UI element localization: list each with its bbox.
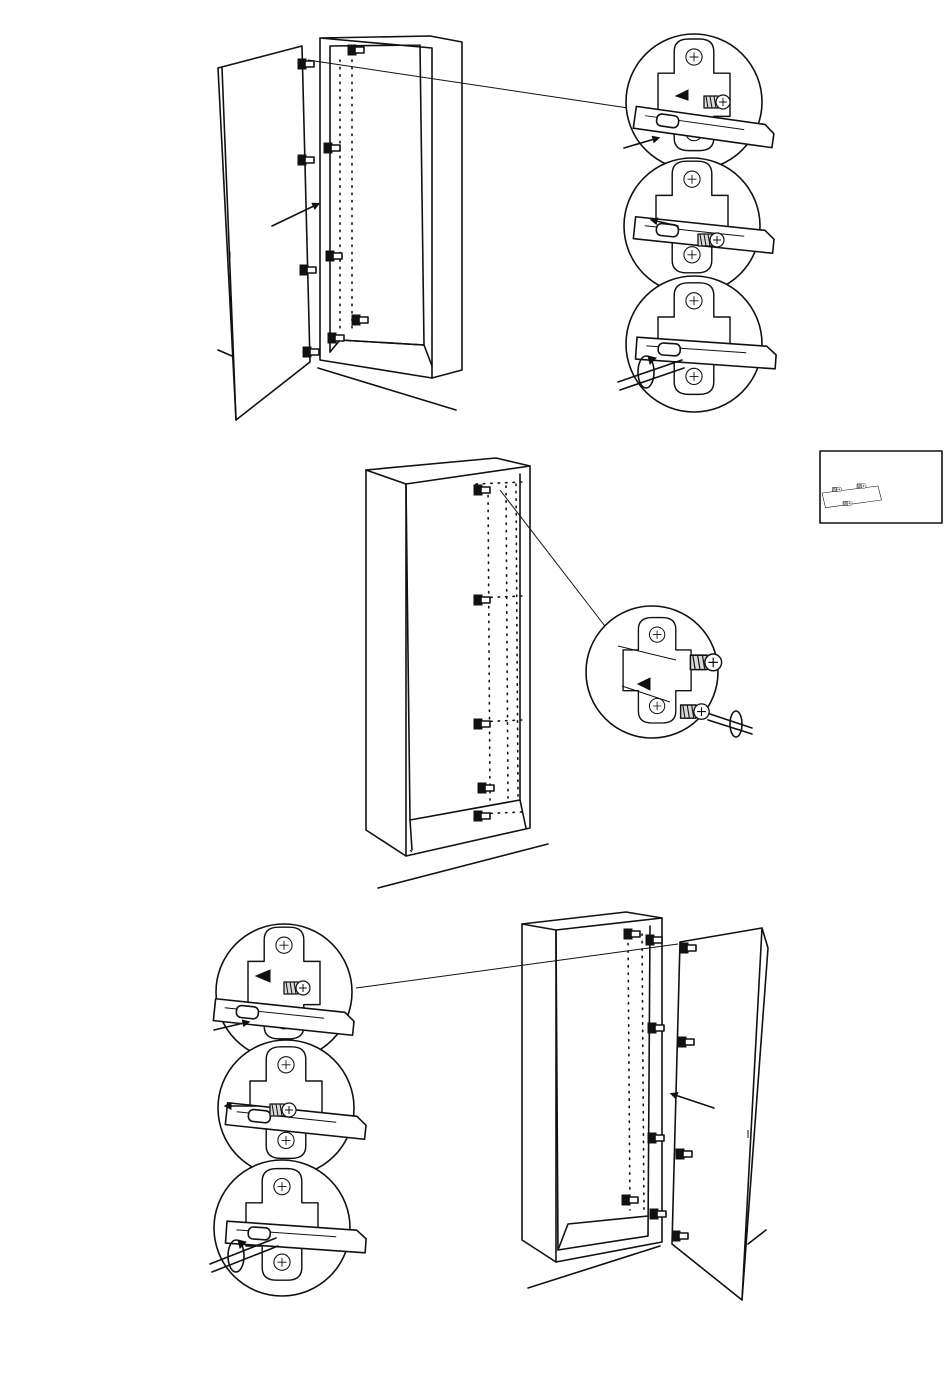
floor-line (378, 844, 548, 888)
left-door (218, 46, 344, 420)
step-attach-right-door (210, 912, 768, 1300)
parts-box (820, 451, 942, 523)
detail-tighten-screw (210, 1160, 367, 1296)
right-door (672, 928, 768, 1300)
step-attach-left-door (218, 34, 777, 420)
detail-clip-arm (624, 34, 775, 170)
detail-mount-plate (586, 606, 752, 738)
detail-slide-arm (624, 158, 775, 294)
detail-slide-arm (218, 1040, 367, 1176)
cabinet-open-right (522, 912, 666, 1262)
leader-line (308, 60, 628, 108)
detail-tighten-screw (618, 276, 777, 412)
leader-line (356, 944, 678, 988)
step-mount-hinge-plates (366, 458, 752, 888)
cabinet-open-left (320, 36, 462, 378)
cabinet-no-door (366, 458, 530, 856)
hinge-mounting-plate-icon (822, 484, 882, 508)
